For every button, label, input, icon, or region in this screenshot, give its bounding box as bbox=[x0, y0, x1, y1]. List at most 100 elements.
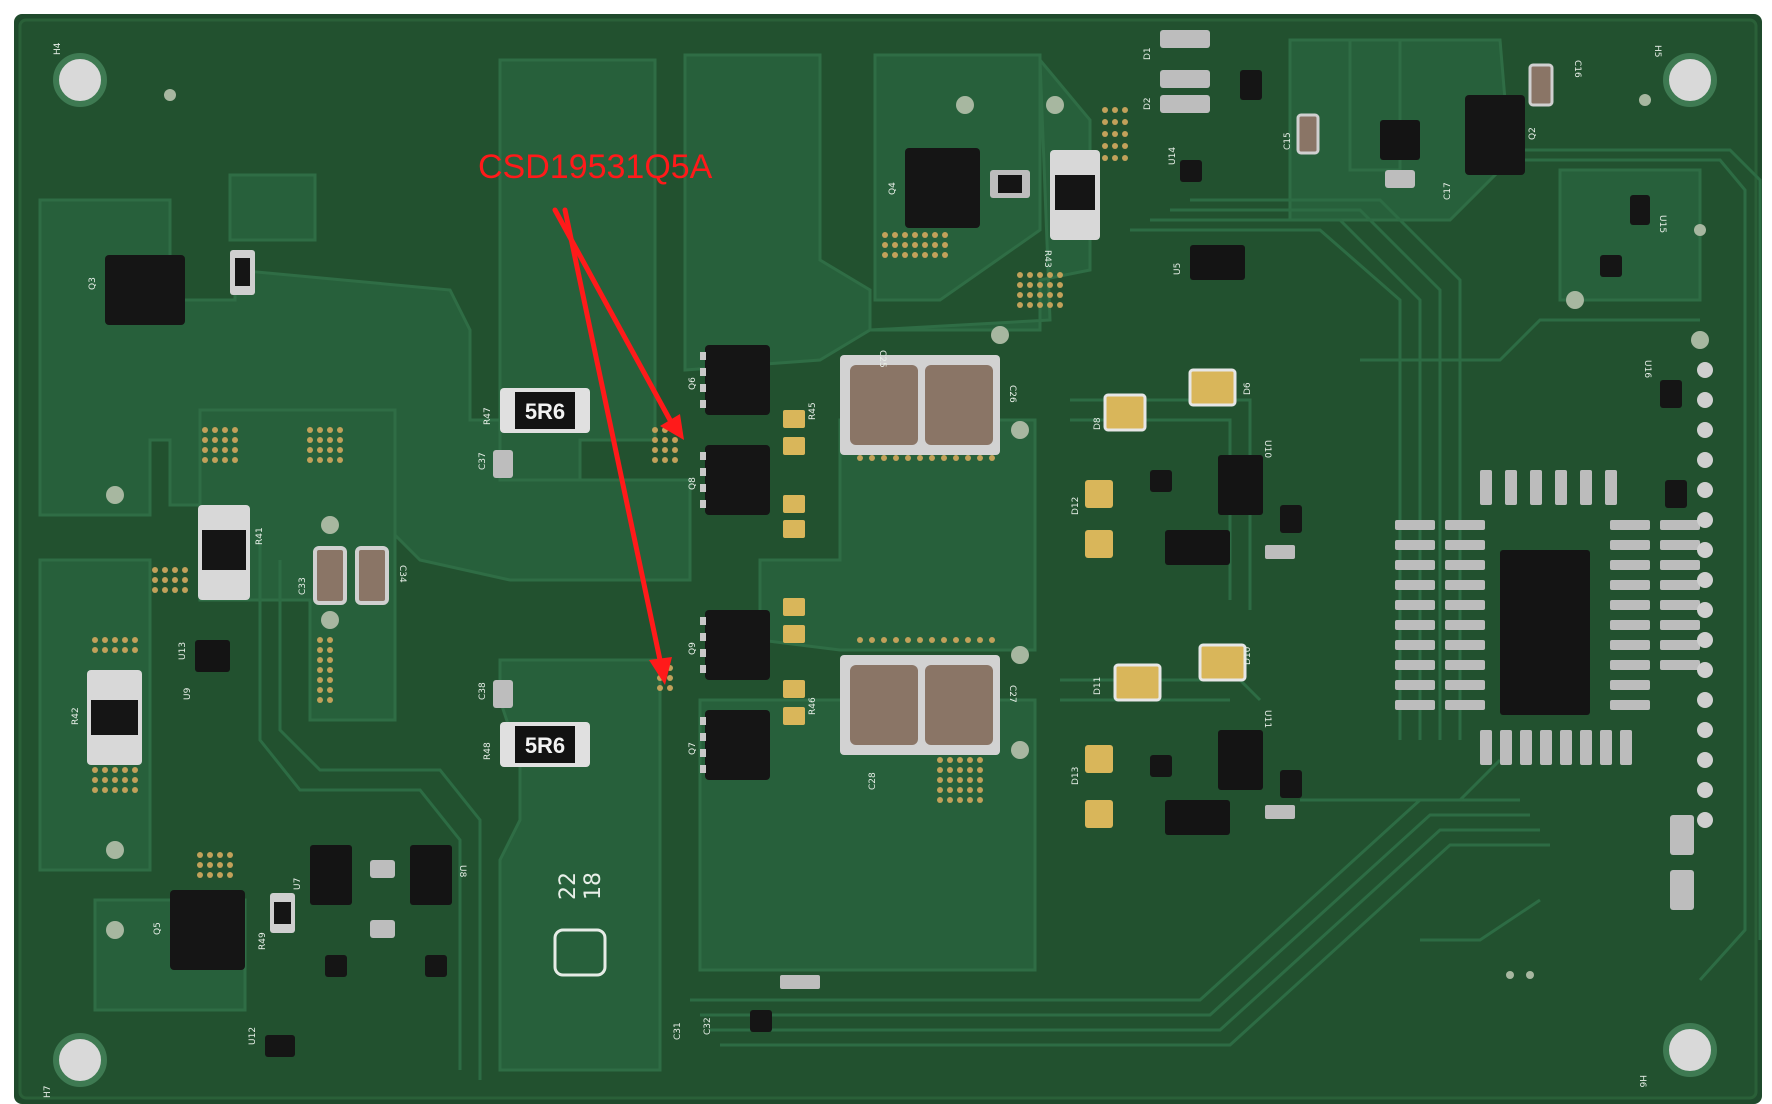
silk-c37: C37 bbox=[478, 452, 488, 470]
silk-c33: C33 bbox=[298, 577, 308, 595]
mounting-holes bbox=[53, 53, 1717, 1087]
arrow-head-upper bbox=[660, 414, 684, 440]
silk-q4: Q4 bbox=[888, 182, 898, 195]
header-pads-right bbox=[1697, 362, 1713, 828]
ic-u12 bbox=[1380, 120, 1420, 160]
diode-d13 bbox=[1165, 800, 1230, 835]
shunt-resistors: 5R6 5R6 bbox=[87, 150, 1100, 767]
silk-d8: D8 bbox=[1093, 417, 1103, 430]
silk-u16: U16 bbox=[1642, 360, 1652, 378]
mosfet-q4 bbox=[905, 148, 980, 228]
date-code-logo: 18 22 bbox=[553, 872, 607, 977]
shunt-r48-label: 5R6 bbox=[525, 733, 565, 758]
silk-c26: C26 bbox=[1007, 385, 1017, 403]
mosfet-q5 bbox=[170, 890, 245, 970]
arrow-to-lower-mosfets bbox=[562, 207, 663, 663]
silk-c34: C34 bbox=[397, 565, 407, 583]
silk-d6: D6 bbox=[1243, 382, 1253, 395]
passive-array-bottom bbox=[1480, 730, 1632, 765]
silk-c31: C31 bbox=[673, 1022, 683, 1040]
silk-u10: U10 bbox=[1262, 440, 1272, 458]
mosfet-q7 bbox=[705, 710, 770, 780]
silk-u14: U14 bbox=[1168, 147, 1178, 165]
silk-q9: Q9 bbox=[688, 642, 698, 655]
signal-traces bbox=[258, 148, 1762, 1080]
mosfet-pins bbox=[700, 352, 706, 773]
passive-array-left bbox=[1395, 520, 1485, 710]
test-points bbox=[106, 89, 1709, 979]
silk-d2: D2 bbox=[1143, 97, 1153, 110]
silk-u7: U7 bbox=[293, 878, 303, 890]
silk-u8: U8 bbox=[457, 865, 467, 878]
silkscreen-labels: Q3 Q6 Q8 Q9 Q7 Q4 Q5 Q2 U10 U9 U7 U8 U13… bbox=[43, 42, 1667, 1098]
ics bbox=[195, 120, 1590, 905]
small-smd-parts bbox=[230, 30, 1694, 1057]
silk-c28: C28 bbox=[868, 772, 878, 790]
silk-u13: U13 bbox=[178, 642, 188, 660]
passive-array-top bbox=[1480, 470, 1617, 505]
silk-q5: Q5 bbox=[153, 922, 163, 935]
via-arrays bbox=[92, 107, 1128, 878]
silk-r45: R45 bbox=[808, 402, 818, 420]
date-code-top: 18 bbox=[581, 872, 606, 900]
capacitor-c28 bbox=[850, 665, 918, 745]
mounting-hole-top-right bbox=[1663, 53, 1717, 107]
capacitor-c26 bbox=[925, 365, 993, 445]
diode-d12 bbox=[1165, 530, 1230, 565]
silk-r41: R41 bbox=[255, 527, 265, 545]
mosfets bbox=[105, 95, 1525, 970]
mosfet-q8 bbox=[705, 445, 770, 515]
passive-array-right bbox=[1610, 520, 1700, 710]
mounting-hole-bottom-left bbox=[53, 1033, 107, 1087]
silk-u5: U5 bbox=[1173, 263, 1183, 275]
silk-q8: Q8 bbox=[688, 477, 698, 490]
ic-u8 bbox=[410, 845, 452, 905]
mounting-hole-bottom-right bbox=[1663, 1023, 1717, 1077]
capacitor-c16 bbox=[1528, 63, 1554, 107]
silk-c27: C27 bbox=[1007, 685, 1017, 703]
annotation: CSD19531Q5A bbox=[478, 148, 713, 685]
silk-q2: Q2 bbox=[1528, 127, 1538, 140]
silk-u9: U9 bbox=[183, 687, 193, 700]
shunt-r47-label: 5R6 bbox=[525, 399, 565, 424]
silk-r43: R43 bbox=[1042, 250, 1052, 268]
mosfet-q3 bbox=[105, 255, 185, 325]
silk-d10: D10 bbox=[1243, 646, 1253, 665]
capacitor-c34 bbox=[355, 546, 389, 605]
annotation-arrows bbox=[552, 207, 684, 685]
silk-h6: H6 bbox=[1637, 1075, 1647, 1088]
silk-q6: Q6 bbox=[688, 377, 698, 390]
mosfet-q9 bbox=[705, 610, 770, 680]
silk-u11: U11 bbox=[1262, 710, 1272, 728]
mosfet-q2 bbox=[1465, 95, 1525, 175]
date-code-bottom: 22 bbox=[556, 872, 581, 900]
arrow-head-lower bbox=[649, 657, 672, 685]
annotation-label: CSD19531Q5A bbox=[478, 148, 713, 186]
gold-pads bbox=[783, 368, 1247, 828]
silk-d11: D11 bbox=[1093, 677, 1103, 695]
silk-r42: R42 bbox=[71, 707, 81, 725]
silk-c38: C38 bbox=[478, 682, 488, 700]
capacitor-c27 bbox=[925, 665, 993, 745]
gate-driver-u10 bbox=[1218, 455, 1263, 515]
silk-q3: Q3 bbox=[88, 277, 98, 290]
gate-driver-u11 bbox=[1218, 730, 1263, 790]
controller-ic bbox=[1500, 550, 1590, 715]
silk-d1: D1 bbox=[1143, 47, 1153, 60]
silk-u15: U15 bbox=[1657, 215, 1667, 233]
ic-u7 bbox=[310, 845, 352, 905]
silk-h4: H4 bbox=[53, 42, 63, 55]
ic-u9 bbox=[195, 640, 230, 672]
silk-r46: R46 bbox=[808, 697, 818, 715]
silk-c32: C32 bbox=[703, 1017, 713, 1035]
capacitor-c25 bbox=[850, 365, 918, 445]
bulk-capacitors bbox=[313, 63, 1554, 755]
silk-h7: H7 bbox=[43, 1086, 53, 1099]
silk-r49: R49 bbox=[258, 932, 268, 950]
silk-c16: C16 bbox=[1572, 60, 1582, 78]
silk-r47: R47 bbox=[483, 407, 493, 425]
capacitor-c33 bbox=[313, 546, 347, 605]
ic-u5 bbox=[1190, 245, 1245, 280]
silk-q7: Q7 bbox=[688, 742, 698, 755]
